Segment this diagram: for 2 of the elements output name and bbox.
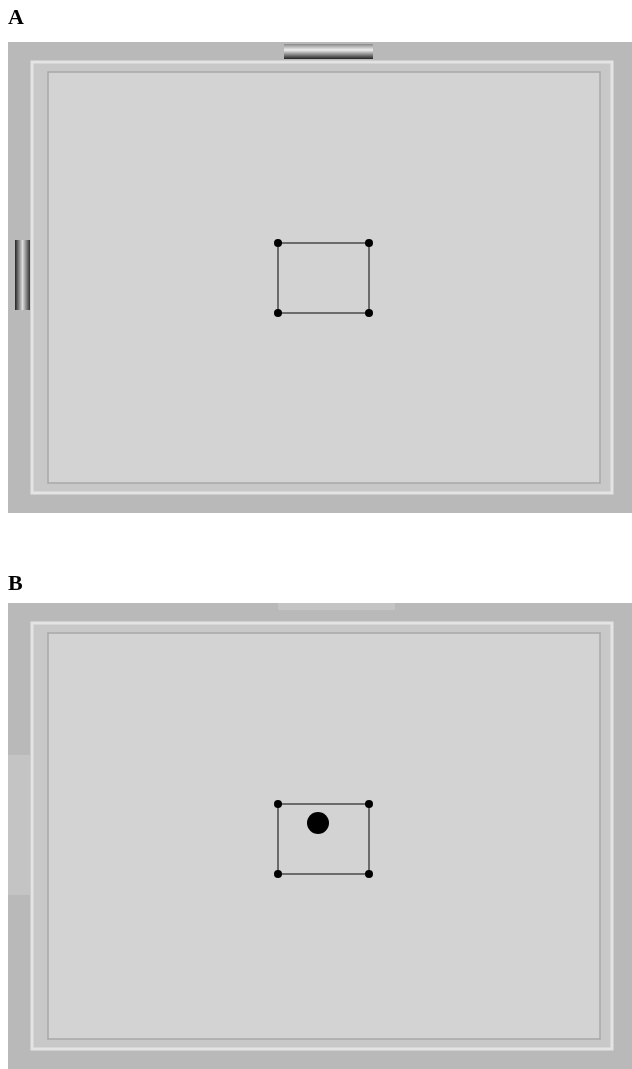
- panel-label: B: [8, 572, 23, 594]
- panel-label: A: [8, 6, 24, 28]
